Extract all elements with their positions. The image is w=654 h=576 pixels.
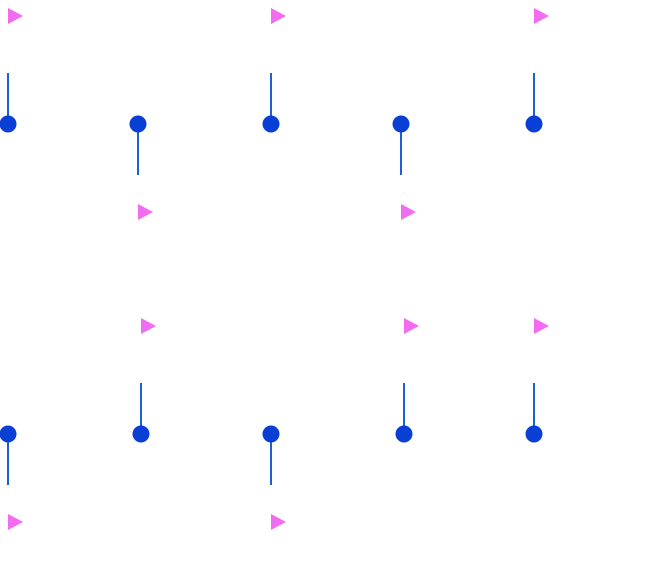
- timeline-bottom-node-1: [0, 425, 17, 443]
- play-triangle-icon: [534, 8, 549, 24]
- timeline-top-node-4: [392, 115, 410, 133]
- play-triangle-icon: [401, 204, 416, 220]
- timeline-bottom-node-4: [395, 425, 413, 443]
- timeline-top-node-5: [525, 115, 543, 133]
- play-triangle-icon: [271, 514, 286, 530]
- play-triangle-icon: [141, 318, 156, 334]
- timeline-top-node-1: [0, 115, 17, 133]
- timeline-top-node-3: [262, 115, 280, 133]
- timeline-top-node-2: [129, 115, 147, 133]
- play-triangle-icon: [8, 514, 23, 530]
- play-triangle-icon: [404, 318, 419, 334]
- timeline-bottom-node-5: [525, 425, 543, 443]
- play-triangle-icon: [271, 8, 286, 24]
- timeline-bottom-node-2: [132, 425, 150, 443]
- timeline-bottom-node-3: [262, 425, 280, 443]
- play-triangle-icon: [138, 204, 153, 220]
- play-triangle-icon: [8, 8, 23, 24]
- play-triangle-icon: [534, 318, 549, 334]
